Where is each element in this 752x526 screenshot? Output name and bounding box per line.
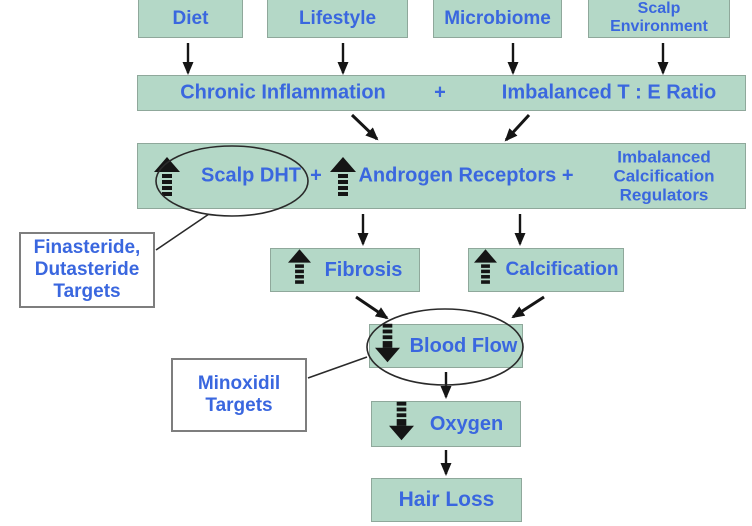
decrease-arrow-icon [388, 401, 414, 447]
arrow-inflammation-to-dht-left [350, 113, 379, 141]
node-hair-loss-label: Hair Loss [398, 488, 495, 511]
finasteride-line1: Finasteride, [33, 237, 141, 258]
node-blood-flow: Blood Flow [369, 323, 523, 369]
chronic-inflammation-label: Chronic Inflammation [180, 81, 386, 104]
increase-arrow-icon [154, 157, 180, 203]
node-microbiome-label: Microbiome [444, 8, 551, 29]
node-scalp-environment: Scalp Environment [588, 0, 730, 38]
node-calcification-label: Calcification [505, 259, 619, 280]
minoxidil-callout-line [307, 356, 368, 379]
increase-arrow-icon [287, 249, 311, 291]
node-oxygen: Oxygen [371, 401, 521, 447]
arrow-ratio-to-dht-right [504, 113, 531, 142]
node-scalp-environment-line2: Environment [610, 18, 708, 35]
calcification-regulators-label: Imbalanced Calcification Regulators [613, 148, 714, 205]
minoxidil-line2: Targets [205, 395, 273, 416]
finasteride-targets-callout: Finasteride, Dutasteride Targets [19, 232, 155, 308]
node-diet-label: Diet [172, 8, 209, 29]
node-dht-row: Scalp DHT + Androgen Receptors + Imbalan… [137, 143, 746, 209]
arrow-fibrosis-to-blood-flow [355, 295, 389, 320]
increase-arrow-icon [473, 249, 497, 291]
increase-arrow-icon [330, 157, 356, 203]
scalp-dht-label: Scalp DHT [200, 164, 302, 187]
calc-regulators-line1: Imbalanced [617, 147, 711, 167]
arrow-calcification-to-blood-flow [511, 295, 545, 319]
plus-sign: + [310, 164, 322, 187]
node-diet: Diet [138, 0, 243, 38]
node-blood-flow-label: Blood Flow [409, 334, 518, 357]
calc-regulators-line2: Calcification [613, 166, 715, 186]
finasteride-line2: Dutasteride [34, 259, 140, 280]
node-fibrosis: Fibrosis [270, 248, 420, 292]
node-lifestyle: Lifestyle [267, 0, 408, 38]
node-microbiome: Microbiome [433, 0, 562, 38]
decrease-arrow-icon [374, 323, 400, 369]
node-fibrosis-label: Fibrosis [324, 258, 403, 281]
imbalanced-te-ratio-label: Imbalanced T : E Ratio [501, 81, 717, 104]
finasteride-line3: Targets [53, 281, 121, 302]
node-oxygen-label: Oxygen [429, 412, 504, 435]
node-lifestyle-label: Lifestyle [298, 8, 377, 29]
androgen-receptors-label: Androgen Receptors + [358, 164, 574, 187]
node-calcification: Calcification [468, 248, 624, 292]
calc-regulators-line3: Regulators [619, 185, 709, 205]
minoxidil-targets-callout: Minoxidil Targets [171, 358, 307, 432]
node-hair-loss: Hair Loss [371, 478, 522, 522]
node-inflammation-row: Chronic Inflammation + Imbalanced T : E … [137, 75, 746, 111]
minoxidil-line1: Minoxidil [197, 373, 281, 394]
plus-sign: + [434, 81, 446, 104]
finasteride-callout-line [155, 213, 210, 251]
node-scalp-environment-line1: Scalp [637, 0, 681, 17]
